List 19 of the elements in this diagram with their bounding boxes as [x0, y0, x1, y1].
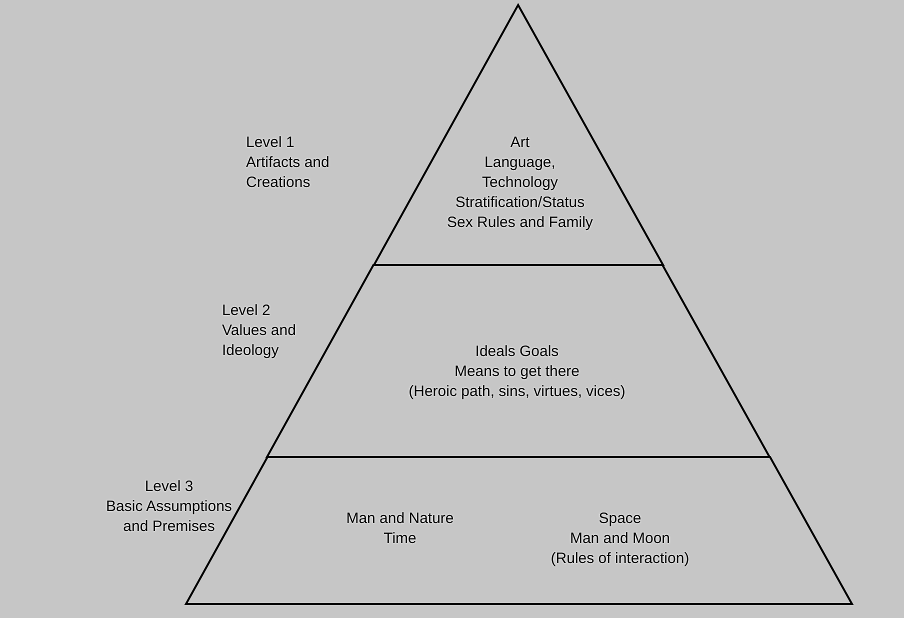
tier-text: Ideals Goals: [475, 342, 559, 362]
tier-text: Man and Nature: [346, 509, 454, 529]
tier-text: Means to get there: [454, 362, 580, 382]
level-description: Values and Ideology: [222, 321, 297, 361]
tier-text: Stratification/Status: [455, 193, 585, 213]
tier-text: Technology: [482, 173, 558, 193]
tier-text: Sex Rules and Family: [447, 213, 593, 233]
tier-text: Time: [384, 529, 416, 549]
level-label: Level 2: [222, 301, 272, 321]
tier-text: Space: [598, 509, 642, 529]
level-description: Artifacts and Creations: [246, 153, 330, 193]
tier-text: Language,: [484, 153, 556, 173]
level-label: Level 1: [246, 133, 296, 153]
tier-text: (Heroic path, sins, virtues, vices): [408, 382, 626, 402]
level-description: Basic Assumptions and Premises: [105, 497, 233, 537]
tier-text: Art: [510, 133, 530, 153]
tier-text: (Rules of interaction): [550, 549, 690, 569]
level-label: Level 3: [144, 477, 194, 497]
tier-text: Man and Moon: [570, 529, 670, 549]
